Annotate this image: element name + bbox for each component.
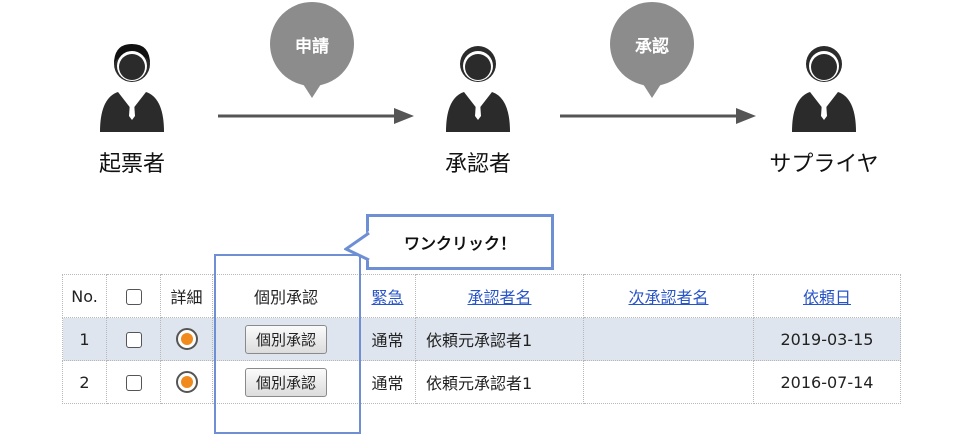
originator-label: 起票者	[98, 152, 165, 177]
row-request-date: 2019-03-15	[753, 317, 901, 361]
row-urgency: 通常	[359, 317, 416, 361]
row-urgency: 通常	[359, 360, 416, 404]
row-no: 2	[62, 360, 107, 404]
detail-radio-icon[interactable]	[175, 371, 198, 393]
select-all-checkbox[interactable]	[125, 289, 142, 305]
approval-table: No. 詳細 個別承認 緊急 承認者名 次承認者名 依頼日 1 個別承認 通常 …	[62, 274, 901, 404]
header-approver[interactable]: 承認者名	[415, 274, 584, 318]
originator-icon	[92, 36, 172, 132]
individual-approve-button[interactable]: 個別承認	[244, 324, 327, 354]
sort-request-date-link[interactable]: 依頼日	[802, 288, 851, 307]
table-row: 1 個別承認 通常 依頼元承認者1 2019-03-15	[62, 317, 901, 361]
approver-label: 承認者	[444, 152, 511, 177]
row-next-approver	[583, 360, 754, 404]
row-next-approver	[583, 317, 754, 361]
header-request-date[interactable]: 依頼日	[753, 274, 901, 318]
arrow-1	[218, 106, 414, 126]
individual-approve-button[interactable]: 個別承認	[244, 367, 327, 397]
header-approve: 個別承認	[212, 274, 360, 318]
supplier-label: サプライヤ	[769, 152, 879, 177]
row-approver: 依頼元承認者1	[415, 317, 584, 361]
step-approve-bubble: 承認	[610, 2, 694, 98]
row-approver: 依頼元承認者1	[415, 360, 584, 404]
approver-icon	[438, 36, 518, 132]
row-checkbox[interactable]	[125, 332, 142, 348]
sort-next-approver-link[interactable]: 次承認者名	[628, 288, 709, 307]
table-row: 2 個別承認 通常 依頼元承認者1 2016-07-14	[62, 360, 901, 404]
one-click-callout: ワンクリック！	[366, 214, 554, 270]
header-next-approver[interactable]: 次承認者名	[583, 274, 754, 318]
table-header-row: No. 詳細 個別承認 緊急 承認者名 次承認者名 依頼日	[62, 274, 901, 318]
callout-tail	[344, 231, 370, 262]
sort-urgency-link[interactable]: 緊急	[371, 288, 404, 307]
header-urgency[interactable]: 緊急	[359, 274, 416, 318]
header-detail: 詳細	[160, 274, 213, 318]
supplier-icon	[784, 36, 864, 132]
row-no: 1	[62, 317, 107, 361]
sort-approver-link[interactable]: 承認者名	[467, 288, 532, 307]
row-request-date: 2016-07-14	[753, 360, 901, 404]
header-select-all[interactable]	[106, 274, 161, 318]
row-checkbox[interactable]	[125, 375, 142, 391]
step-apply-bubble: 申請	[270, 2, 354, 98]
arrow-2	[560, 106, 756, 126]
header-no: No.	[62, 274, 107, 318]
detail-radio-icon[interactable]	[175, 328, 198, 350]
